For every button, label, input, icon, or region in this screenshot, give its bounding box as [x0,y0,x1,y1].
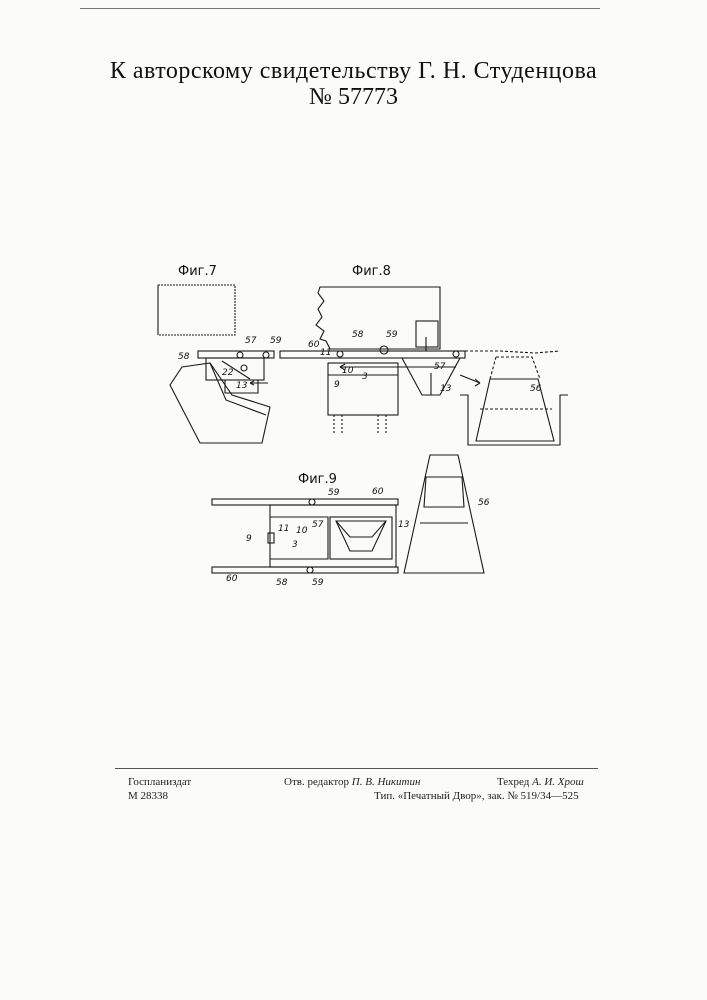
fig9-cone [404,455,484,573]
fig8-upper-inset [416,321,438,347]
fig7-roller [241,365,247,371]
figure-9: Фиг.9 59 60 11 10 57 9 3 13 56 60 58 59 [212,455,490,588]
fig9-cone-window [424,477,464,507]
patent-number: № 57773 [0,84,707,111]
imprint-order-code: М 28338 [128,790,168,802]
figure-8: Фиг.8 58 59 60 11 10 9 3 57 13 [280,264,568,445]
fig8-trough [460,395,568,445]
fig9-part-60b: 60 [226,574,238,584]
imprint-editor: Отв. редактор П. В. Никитин [284,776,420,788]
fig8-rail [280,351,465,358]
figure-9-label: Фиг.9 [298,472,337,487]
fig7-roller [263,352,269,358]
fig9-frame [270,505,396,567]
fig8-cone-top [490,357,540,379]
fig8-part-9: 9 [334,380,340,390]
fig9-hopper-inner [336,521,386,537]
imprint-editor-label: Отв. редактор [284,776,349,788]
document-title: К авторскому свидетельству Г. Н. Студенц… [0,58,707,85]
fig8-part-58: 58 [352,330,364,340]
fig7-upper-block [158,285,235,335]
fig7-roller [237,352,243,358]
fig8-roller [380,346,388,354]
fig8-part-56: 56 [530,384,542,394]
fig8-upper-block [316,287,440,349]
fig8-rail-extension [465,351,560,353]
fig9-part-58: 58 [276,578,288,588]
fig9-part-56: 56 [478,498,490,508]
fig9-part-59b: 59 [312,578,324,588]
fig7-part-58: 58 [178,352,190,362]
fig9-part-13: 13 [398,520,410,530]
fig8-part-60: 60 [308,340,320,350]
fig9-part-59: 59 [328,488,340,498]
fig9-part-57: 57 [312,520,324,530]
imprint-rule [115,768,598,769]
technical-drawing: Фиг.7 58 57 59 22 13 Фиг.8 [140,255,580,600]
fig8-part-59: 59 [386,330,398,340]
fig8-arrow [460,375,480,383]
fig9-top-rail [212,499,398,505]
fig9-bottom-rail [212,567,398,573]
fig9-hopper-box [330,517,392,559]
fig8-roller [453,351,459,357]
fig8-part-11: 11 [320,348,331,358]
figure-7-label: Фиг.7 [178,264,217,279]
imprint-tech-name: А. И. Хрош [532,776,584,788]
fig8-roller [337,351,343,357]
fig9-part-10: 10 [296,526,308,536]
fig8-part-13: 13 [440,384,452,394]
fig9-part-3: 3 [292,540,298,550]
fig7-chute [170,363,270,443]
fig8-part-57: 57 [434,362,446,372]
fig8-cone [476,379,554,441]
top-border-line [80,8,600,9]
fig7-part-57: 57 [245,336,257,346]
fig7-part-59: 59 [270,336,282,346]
fig7-part-22: 22 [222,368,234,378]
fig9-latch [268,533,274,543]
fig9-hopper [336,521,386,551]
fig9-roller [307,567,313,573]
fig9-roller [309,499,315,505]
fig9-part-9: 9 [246,534,252,544]
imprint-publisher: Госпланиздат [128,776,191,788]
fig7-part-13: 13 [236,381,248,391]
figure-8-label: Фиг.8 [352,264,391,279]
fig8-part-10: 10 [342,366,354,376]
imprint-tech-label: Техред [497,776,529,788]
fig8-part-3: 3 [362,372,368,382]
imprint-editor-name: П. В. Никитин [352,776,421,788]
fig9-part-11: 11 [278,524,289,534]
figure-7: Фиг.7 58 57 59 22 13 [158,264,282,443]
fig8-bin-legs [334,415,386,433]
fig9-part-60: 60 [372,487,384,497]
imprint-tech-editor: Техред А. И. Хрош [497,776,584,788]
imprint-printer: Тип. «Печатный Двор», зак. № 519/34—525 [374,790,579,802]
